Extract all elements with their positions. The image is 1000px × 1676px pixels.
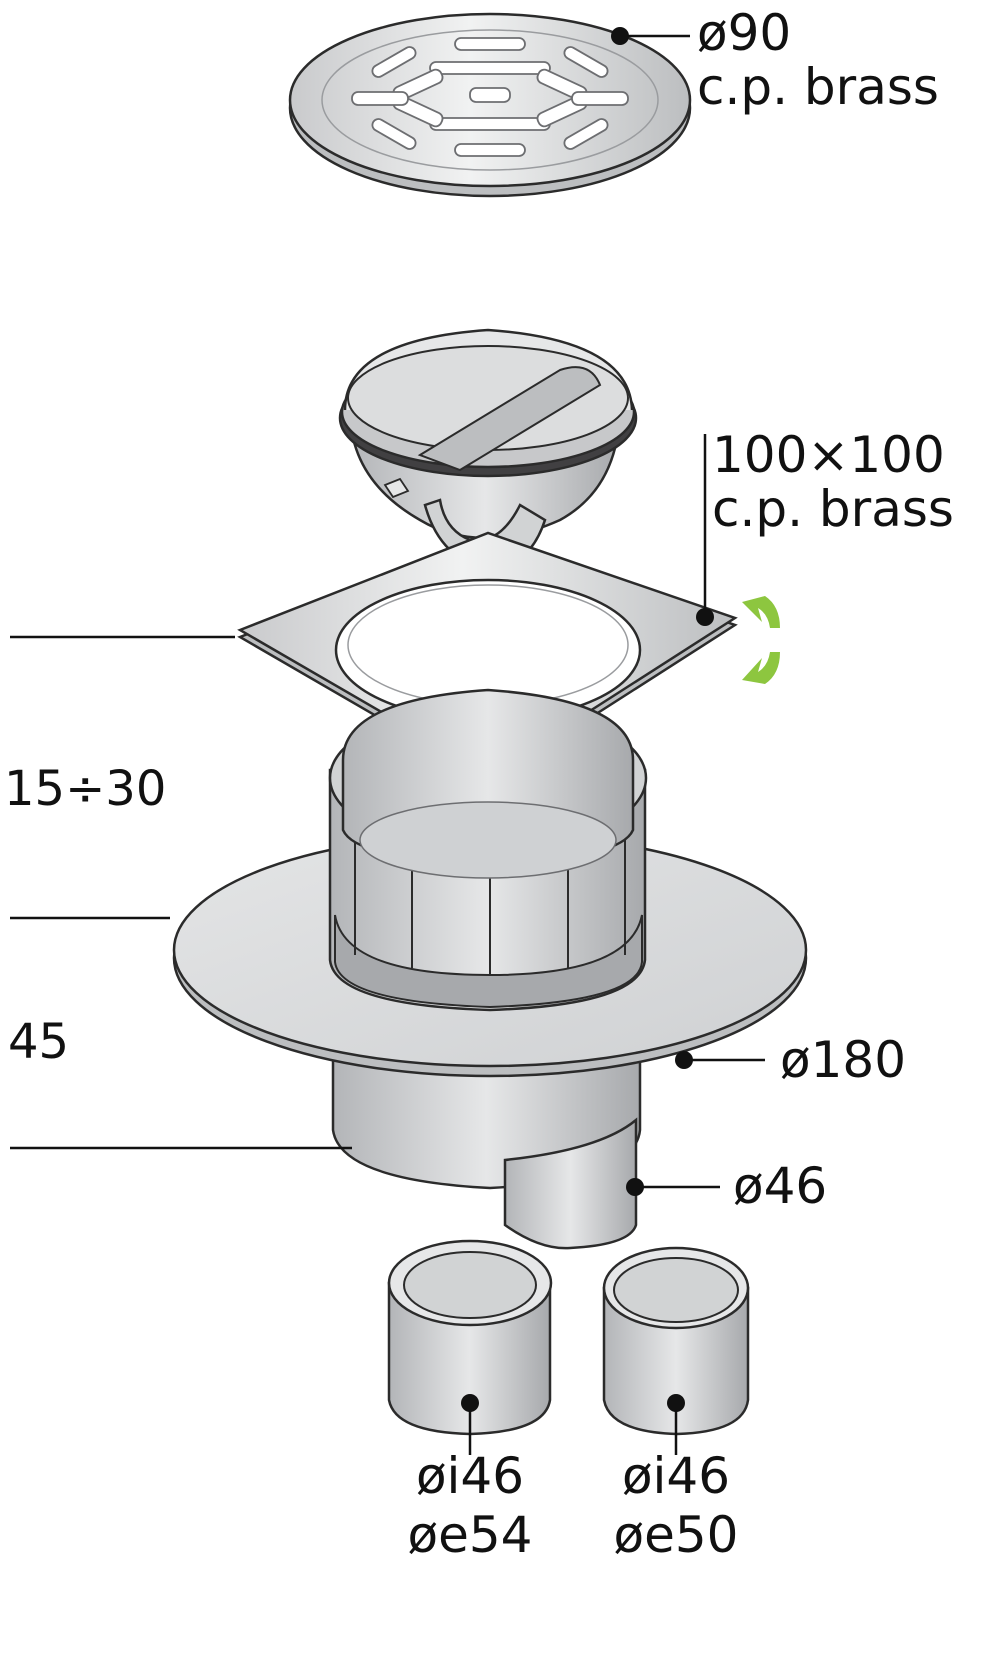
outlet-diameter-label: ø46 <box>733 1157 827 1215</box>
leader-outlet <box>626 1178 720 1196</box>
square-frame <box>237 531 738 784</box>
height-adjust-label: 15÷30 <box>4 761 166 817</box>
trap-cup <box>338 328 638 572</box>
grate <box>288 12 692 198</box>
grate-material-label: c.p. brass <box>697 58 939 116</box>
grate-diameter-label: ø90 <box>697 4 791 62</box>
leader-frame <box>696 434 714 626</box>
leader-adapter-b <box>667 1394 685 1455</box>
adapter-b <box>602 1246 750 1436</box>
frame-size-label: 100×100 <box>712 426 945 484</box>
adapter-a-outer-label: øe54 <box>408 1506 533 1564</box>
leader-flange <box>675 1051 765 1069</box>
leader-adapter-a <box>461 1394 479 1455</box>
body-height-label: 45 <box>8 1014 69 1070</box>
adapter-b-inner-label: øi46 <box>622 1447 730 1505</box>
adapter-b-outer-label: øe50 <box>614 1506 739 1564</box>
rotate-arrows-icon <box>742 596 780 684</box>
drain-body <box>172 688 808 1250</box>
leader-grate <box>611 27 690 45</box>
adapter-a-inner-label: øi46 <box>416 1447 524 1505</box>
flange-diameter-label: ø180 <box>780 1031 906 1089</box>
frame-material-label: c.p. brass <box>712 480 954 538</box>
